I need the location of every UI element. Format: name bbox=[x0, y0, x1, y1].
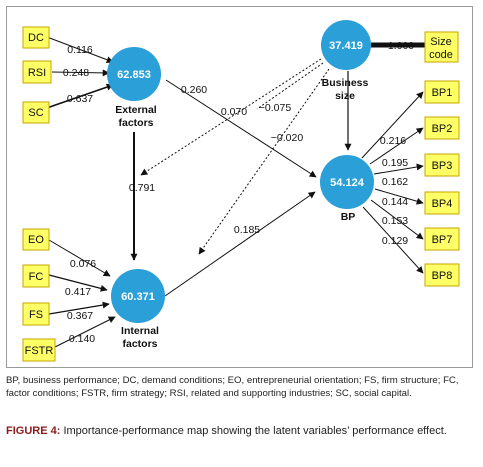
edge-internal-bp bbox=[164, 191, 316, 297]
latent-internal-label-1: Internal bbox=[121, 325, 159, 337]
latent-external-value: 62.853 bbox=[117, 69, 151, 81]
edge-bp-bp4 bbox=[374, 188, 424, 205]
weight-bp3: 0.162 bbox=[382, 176, 408, 188]
indicator-label-fstr: FSTR bbox=[25, 345, 54, 357]
edge-bp-bp7 bbox=[370, 199, 424, 240]
figure-caption-text: Importance-performance map showing the l… bbox=[60, 425, 447, 437]
weight-fstr: 0.140 bbox=[69, 333, 95, 345]
path-external-bp: 0.260 bbox=[181, 84, 207, 96]
indicator-label-fc: FC bbox=[29, 271, 44, 283]
weight-bp7: 0.153 bbox=[382, 215, 408, 227]
indicator-box-rsi bbox=[22, 60, 52, 84]
path-internal-bp: 0.185 bbox=[234, 224, 260, 236]
indicator-label-bp3: BP3 bbox=[432, 160, 453, 172]
latent-external-circle bbox=[107, 47, 161, 101]
edge-bp-bp8 bbox=[362, 206, 424, 274]
weight-bp2: 0.195 bbox=[382, 157, 408, 169]
indicator-box-fs bbox=[22, 302, 50, 326]
diagram-frame: DC RSI SC EO FC FS FSTR Size code BP1 BP… bbox=[6, 6, 473, 368]
indicator-label-bp2: BP2 bbox=[432, 123, 453, 135]
indicator-label-rsi: RSI bbox=[28, 67, 46, 79]
indicator-label-eo: EO bbox=[28, 234, 44, 246]
indicator-label-bp7: BP7 bbox=[432, 234, 453, 246]
indicator-box-dc bbox=[22, 26, 50, 49]
weight-fc: 0.417 bbox=[65, 286, 91, 298]
edge-rsi-external bbox=[51, 69, 110, 77]
structural-model-diagram: DC RSI SC EO FC FS FSTR Size code BP1 BP… bbox=[22, 20, 460, 362]
path-size-moderation-3: −0.020 bbox=[271, 132, 304, 144]
indicator-label-bp4: BP4 bbox=[432, 198, 453, 210]
edge-fs-internal bbox=[48, 301, 110, 315]
indicator-box-fc bbox=[22, 264, 50, 288]
weight-fs: 0.367 bbox=[67, 310, 93, 322]
edge-fc-internal bbox=[48, 274, 108, 292]
indicator-box-bp2 bbox=[424, 116, 460, 140]
indicator-label-size-code-line1: Size bbox=[430, 36, 451, 48]
indicator-box-bp8 bbox=[424, 263, 460, 287]
path-external-internal: 0.791 bbox=[129, 182, 155, 194]
edge-sc-external bbox=[40, 83, 114, 111]
indicator-label-fs: FS bbox=[29, 309, 43, 321]
edge-eo-internal bbox=[48, 239, 111, 277]
figure-caption: FIGURE 4: Importance-performance map sho… bbox=[6, 424, 476, 438]
indicator-label-sc: SC bbox=[28, 107, 43, 119]
edge-fstr-internal bbox=[52, 316, 116, 349]
indicator-box-bp3 bbox=[424, 153, 460, 177]
edge-bp-bp1 bbox=[361, 91, 424, 159]
edge-size-moderation-2 bbox=[256, 62, 324, 110]
latent-bp-value: 54.124 bbox=[330, 177, 365, 189]
indicator-box-fstr bbox=[22, 338, 56, 362]
edge-external-bp bbox=[165, 79, 317, 178]
edge-dc-external bbox=[46, 36, 114, 64]
latent-internal-circle bbox=[111, 269, 165, 323]
edge-size-moderation-3 bbox=[198, 68, 330, 255]
latent-bp-label: BP bbox=[341, 211, 356, 223]
path-size-moderation-1: 0.070 bbox=[221, 106, 247, 118]
indicator-box-bp4 bbox=[424, 191, 460, 215]
indicator-box-sc bbox=[22, 101, 50, 124]
latent-external-label-2: factors bbox=[118, 117, 153, 129]
weight-eo: 0.076 bbox=[70, 258, 96, 270]
indicator-label-dc: DC bbox=[28, 32, 44, 44]
latent-business-size-circle bbox=[321, 20, 371, 70]
weight-sc: 0.637 bbox=[67, 93, 93, 105]
weight-dc: 0.116 bbox=[67, 44, 93, 56]
indicator-label-bp1: BP1 bbox=[432, 87, 453, 99]
weight-rsi: 0.248 bbox=[63, 67, 89, 79]
weight-bp4: 0.144 bbox=[382, 196, 408, 208]
indicator-label-bp8: BP8 bbox=[432, 270, 453, 282]
edge-bp-bp3 bbox=[373, 163, 424, 175]
indicator-box-bp1 bbox=[424, 80, 460, 104]
path-size-moderation-2: −0.075 bbox=[259, 102, 292, 114]
weight-size-code: 1.000 bbox=[388, 40, 414, 52]
latent-internal-label-2: factors bbox=[122, 338, 157, 350]
indicator-label-size-code-line2: code bbox=[429, 49, 453, 61]
latent-bp-circle bbox=[320, 155, 374, 209]
latent-business-size-value: 37.419 bbox=[329, 40, 363, 52]
latent-business-size-label-2: size bbox=[335, 90, 355, 102]
abbreviations-note: BP, business performance; DC, demand con… bbox=[6, 375, 459, 399]
latent-business-size-label-1: Business bbox=[322, 77, 369, 89]
indicator-box-bp7 bbox=[424, 227, 460, 251]
weight-bp8: 0.129 bbox=[382, 235, 408, 247]
latent-external-label-1: External bbox=[115, 104, 157, 116]
latent-internal-value: 60.371 bbox=[121, 291, 155, 303]
weight-bp1: 0.216 bbox=[380, 135, 406, 147]
edge-bp-bp2 bbox=[369, 127, 424, 165]
indicator-box-size-code bbox=[424, 31, 459, 63]
indicator-box-eo bbox=[22, 228, 50, 251]
figure-caption-label: FIGURE 4: bbox=[6, 425, 61, 437]
